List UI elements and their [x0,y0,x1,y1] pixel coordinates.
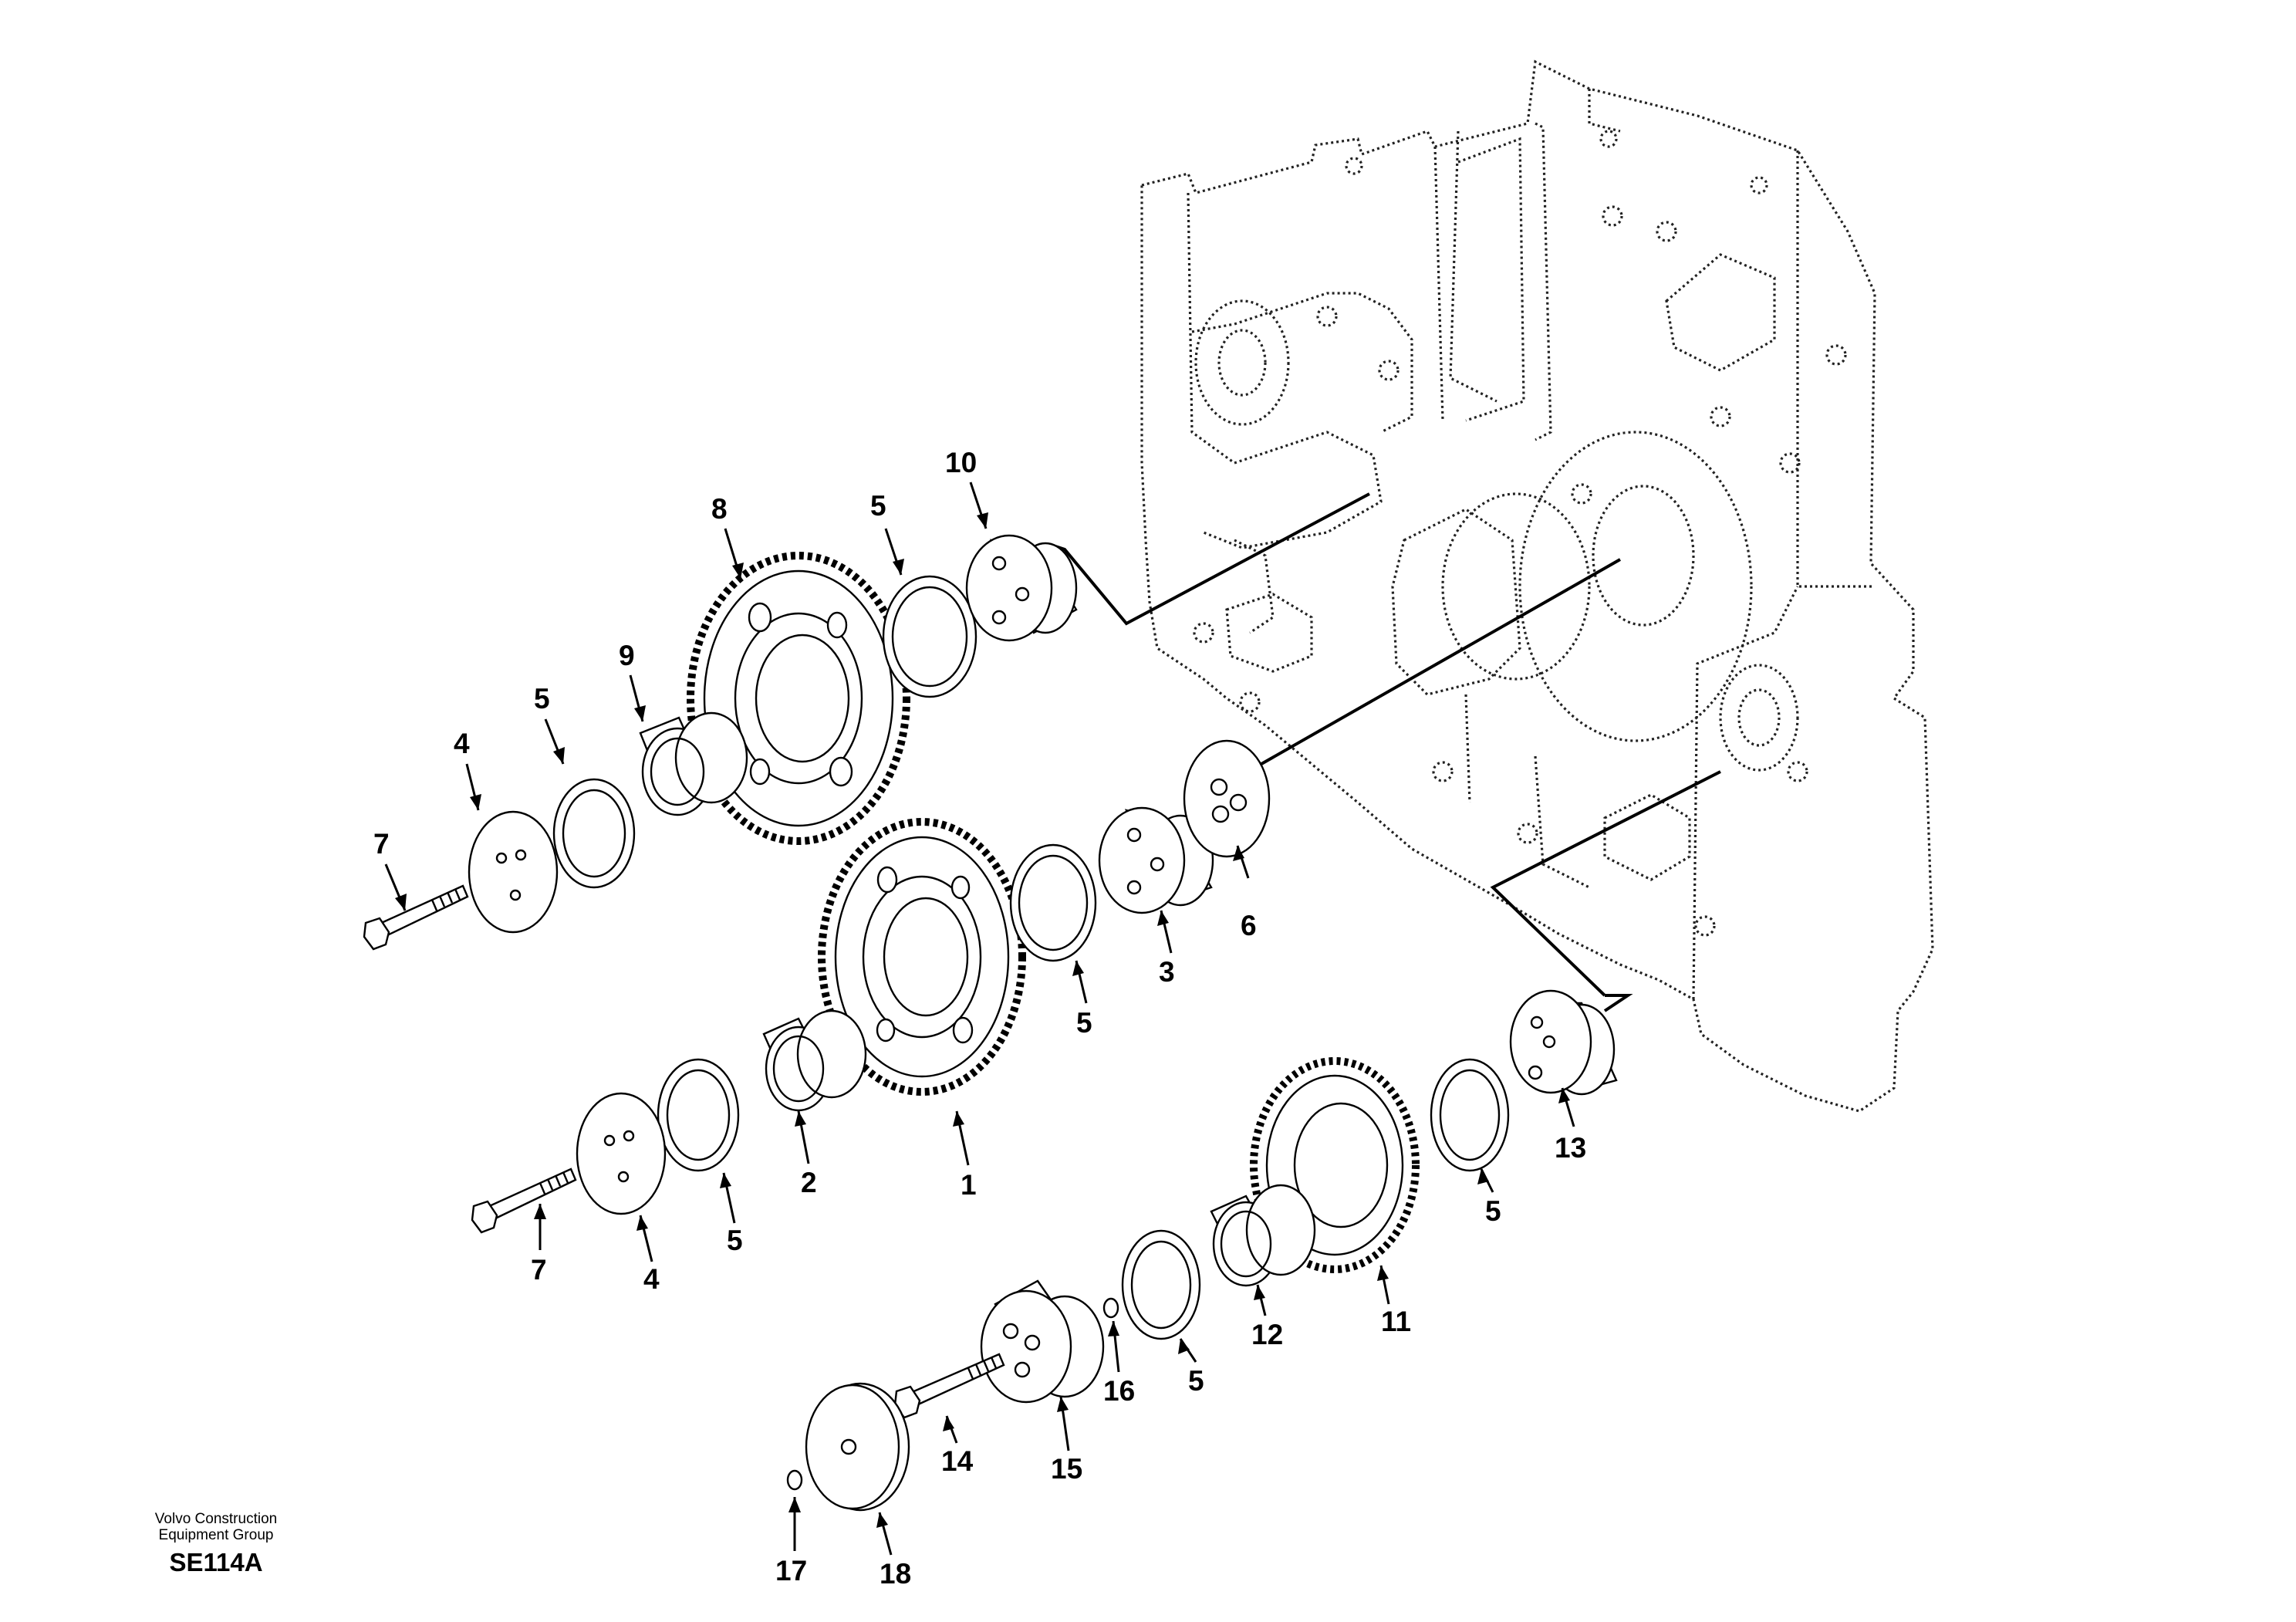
plate-6 [1183,739,1271,858]
callout-5-lower-left: 5 [1188,1365,1204,1397]
bolt-14 [893,1353,1005,1419]
callout-4-upper: 4 [454,728,470,759]
idler-gear-1 [818,818,1026,1096]
callout-10: 10 [945,447,977,478]
callout-12: 12 [1251,1319,1283,1350]
publisher-footer: Volvo Construction Equipment Group SE114… [85,1511,347,1577]
assembly-axis-lines [1050,492,1721,1012]
plate-4-upper [468,810,559,934]
thrust-washer-5-lower-right [1430,1058,1510,1172]
callout-18: 18 [880,1558,911,1590]
callout-14: 14 [941,1445,974,1477]
callout-9: 9 [619,640,635,671]
callout-17: 17 [775,1555,807,1587]
o-ring-17 [786,1469,803,1491]
callout-15: 15 [1051,1453,1082,1485]
thrust-washer-5-upper-right [882,575,977,698]
callout-5-middle-left: 5 [727,1225,743,1256]
callout-3: 3 [1159,956,1175,988]
thrust-washer-5-lower-left [1121,1229,1201,1340]
bushing-9 [639,711,748,816]
hub-13 [1509,989,1618,1096]
hub-10 [965,534,1078,642]
callout-6: 6 [1241,910,1257,941]
timing-gear-housing [1140,59,1934,1113]
washer-18 [805,1382,910,1512]
callout-7-upper: 7 [373,828,390,860]
callout-8: 8 [711,493,728,525]
callout-4-lower: 4 [643,1263,660,1295]
bushing-2 [762,1009,867,1112]
figure-code: SE114A [169,1548,263,1576]
thrust-washer-5-upper-left [552,778,636,889]
callout-1: 1 [961,1169,977,1201]
callout-5-upper-right: 5 [870,490,886,522]
publisher-line-2: Equipment Group [158,1527,274,1543]
bolt-7-upper [363,884,469,951]
bolt-7-lower [471,1168,577,1234]
callout-11: 11 [1381,1306,1411,1337]
bushing-12 [1210,1184,1316,1287]
callout-16: 16 [1103,1375,1135,1407]
callout-2: 2 [801,1167,817,1198]
callout-labels: 10 8 5 5 9 4 7 1 2 3 5 6 5 4 5 7 13 11 1… [373,447,1586,1590]
callout-7-lower: 7 [531,1254,547,1286]
callout-5-upper-left: 5 [534,683,550,715]
plate-4-lower [576,1092,667,1215]
callout-13: 13 [1555,1132,1586,1164]
callout-arrowheads [395,512,1570,1528]
publisher-line-1: Volvo Construction [154,1511,278,1527]
thrust-washer-5-middle-right [1009,843,1097,962]
o-ring-16 [1102,1297,1119,1319]
callout-5-middle-right: 5 [1076,1007,1092,1039]
callout-5-lower-right: 5 [1485,1195,1501,1227]
hub-15 [980,1279,1105,1404]
thrust-washer-5-middle-left [657,1058,740,1172]
